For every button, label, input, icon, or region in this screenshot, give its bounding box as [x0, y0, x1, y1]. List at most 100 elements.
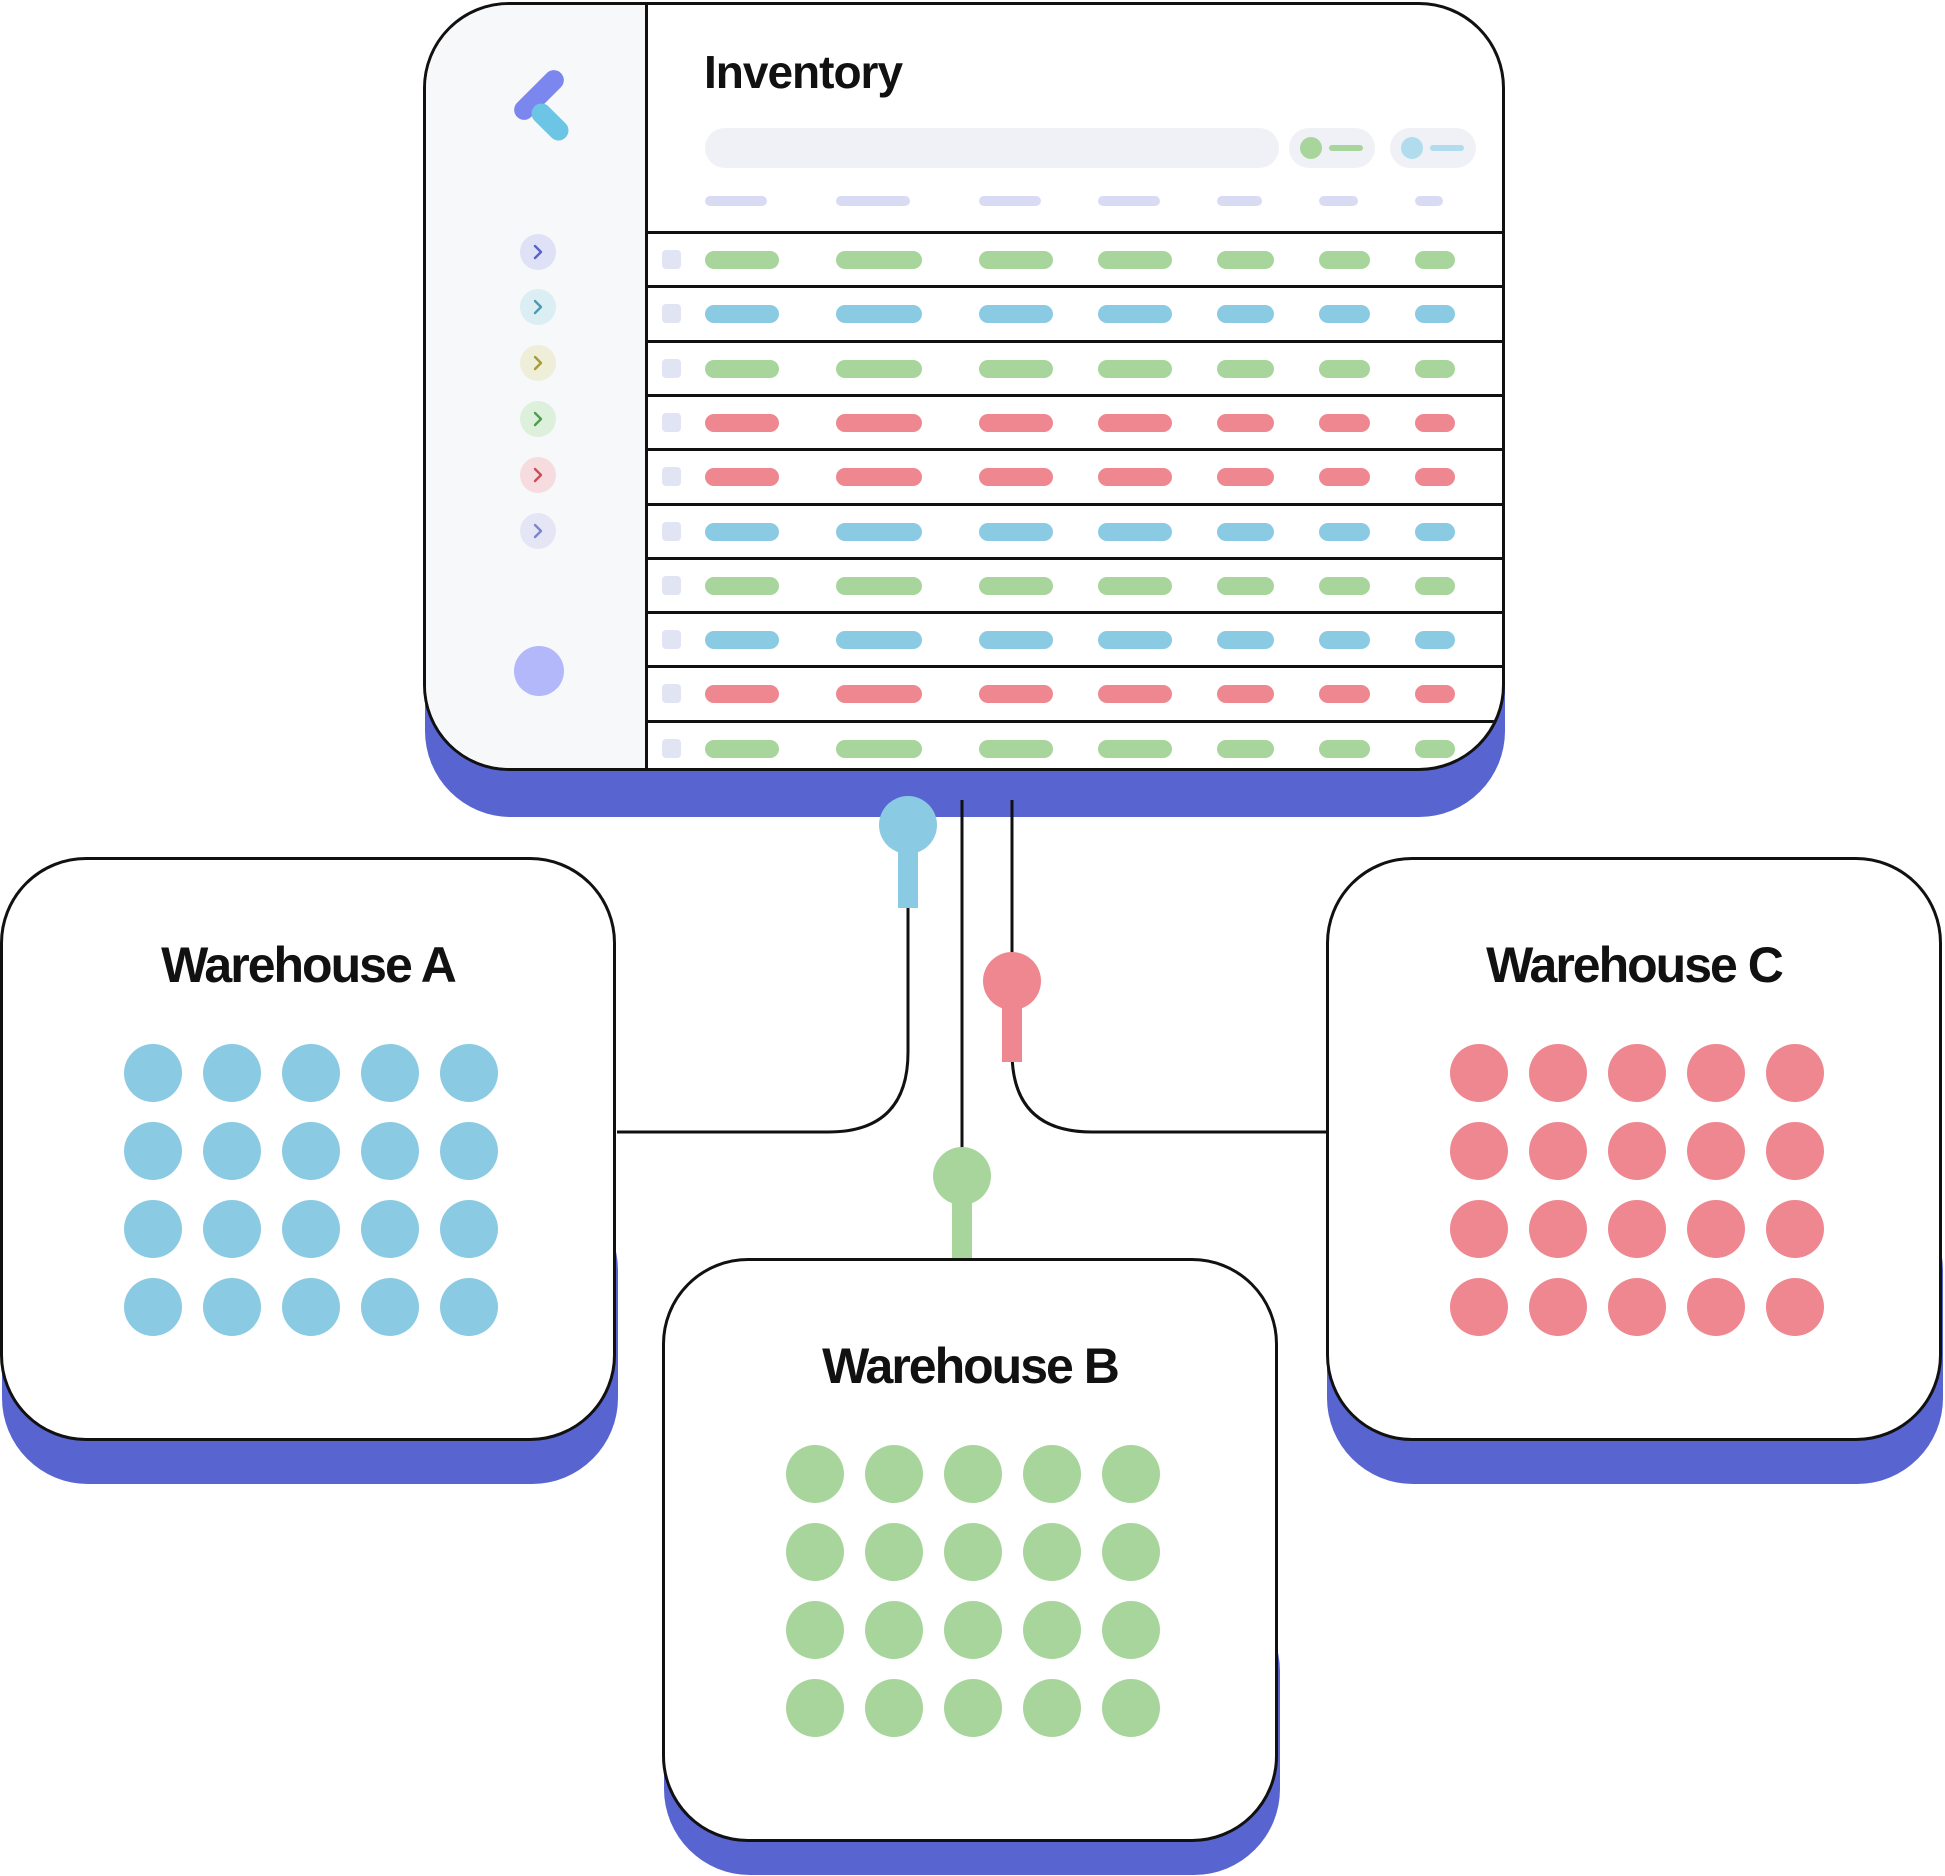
table-cell [1217, 522, 1274, 541]
table-cell [705, 359, 779, 378]
inventory-item [440, 1122, 498, 1180]
column-header-4[interactable] [1098, 196, 1160, 206]
row-checkbox[interactable] [662, 358, 681, 378]
table-row[interactable] [648, 665, 1502, 719]
table-cell [1319, 468, 1370, 487]
row-checkbox[interactable] [662, 521, 681, 541]
filter-chip-blue[interactable] [1390, 128, 1476, 168]
column-header-3[interactable] [979, 196, 1041, 206]
inventory-item [1102, 1523, 1160, 1581]
table-row[interactable] [648, 556, 1502, 611]
inventory-item [1450, 1122, 1508, 1180]
sidebar-item-5[interactable] [520, 457, 556, 493]
filter-chip-green[interactable] [1289, 128, 1375, 168]
inventory-item [865, 1523, 923, 1581]
search-input[interactable] [705, 128, 1279, 168]
inventory-item [1023, 1679, 1081, 1737]
sidebar-item-4[interactable] [520, 401, 556, 437]
inventory-item [124, 1122, 182, 1180]
inventory-item [1766, 1122, 1824, 1180]
warehouse-c-card[interactable]: Warehouse C [1326, 857, 1942, 1441]
sidebar [426, 5, 648, 768]
table-cell [705, 685, 779, 704]
inventory-item [1450, 1200, 1508, 1258]
inventory-item [1102, 1445, 1160, 1503]
table-cell [979, 576, 1053, 595]
table-cell [1415, 251, 1455, 269]
sidebar-item-3[interactable] [520, 345, 556, 381]
connector-pin-red [983, 952, 1041, 1062]
table-cell [1098, 685, 1172, 704]
sidebar-item-2[interactable] [520, 289, 556, 325]
row-checkbox[interactable] [662, 412, 681, 432]
inventory-item [1687, 1044, 1745, 1102]
inventory-item [1766, 1278, 1824, 1336]
table-cell [1217, 468, 1274, 487]
user-avatar[interactable] [514, 646, 564, 696]
inventory-item [786, 1445, 844, 1503]
inventory-item [361, 1044, 419, 1102]
table-cell [1415, 413, 1455, 432]
inventory-item [203, 1278, 261, 1336]
table-row[interactable] [648, 393, 1502, 448]
table-row[interactable] [648, 231, 1502, 285]
column-header-2[interactable] [836, 196, 910, 206]
connector-line-c [1010, 800, 1327, 1134]
column-header-7[interactable] [1415, 196, 1443, 206]
inventory-item [1450, 1278, 1508, 1336]
column-header-6[interactable] [1319, 196, 1358, 206]
table-row[interactable] [648, 502, 1502, 557]
inventory-item [440, 1200, 498, 1258]
inventory-item [203, 1200, 261, 1258]
connector-pin-blue [879, 796, 937, 908]
table-cell [836, 413, 922, 432]
row-checkbox[interactable] [662, 738, 681, 758]
table-cell [1319, 685, 1370, 704]
table-cell [979, 631, 1053, 650]
row-checkbox[interactable] [662, 630, 681, 650]
row-checkbox[interactable] [662, 467, 681, 487]
inventory-item [865, 1601, 923, 1659]
table-cell [1098, 305, 1172, 324]
table-cell [1319, 413, 1370, 432]
warehouse-a-card[interactable]: Warehouse A [0, 857, 616, 1441]
table-cell [1217, 576, 1274, 595]
chevron-right-icon [533, 244, 543, 260]
inventory-item [944, 1679, 1002, 1737]
table-cell [1098, 468, 1172, 487]
table-cell [1098, 522, 1172, 541]
table-row[interactable] [648, 339, 1502, 394]
table-cell [836, 576, 922, 595]
table-cell [979, 685, 1053, 704]
table-cell [705, 576, 779, 595]
inventory-item [944, 1601, 1002, 1659]
row-checkbox[interactable] [662, 250, 681, 269]
table-cell [1098, 576, 1172, 595]
status-dot-icon [1300, 137, 1322, 159]
table-cell [1415, 522, 1455, 541]
table-cell [1217, 305, 1274, 324]
table-row[interactable] [648, 285, 1502, 339]
table-cell [1217, 413, 1274, 432]
column-header-1[interactable] [705, 196, 767, 206]
inventory-item [1529, 1044, 1587, 1102]
app-logo-icon [514, 70, 569, 141]
column-header-5[interactable] [1217, 196, 1262, 206]
warehouse-b-card[interactable]: Warehouse B [662, 1258, 1278, 1842]
status-dot-icon [1401, 137, 1423, 159]
row-checkbox[interactable] [662, 684, 681, 704]
table-cell [979, 305, 1053, 324]
inventory-item [865, 1679, 923, 1737]
row-checkbox[interactable] [662, 575, 681, 595]
sidebar-item-6[interactable] [520, 513, 556, 549]
row-checkbox[interactable] [662, 304, 681, 324]
table-row[interactable] [648, 719, 1502, 768]
table-cell [1319, 739, 1370, 758]
table-row[interactable] [648, 448, 1502, 502]
table-row[interactable] [648, 611, 1502, 665]
sidebar-item-1[interactable] [520, 234, 556, 270]
table-cell [836, 685, 922, 704]
table-cell [836, 251, 922, 269]
table-cell [1098, 631, 1172, 650]
chevron-right-icon [533, 523, 543, 539]
